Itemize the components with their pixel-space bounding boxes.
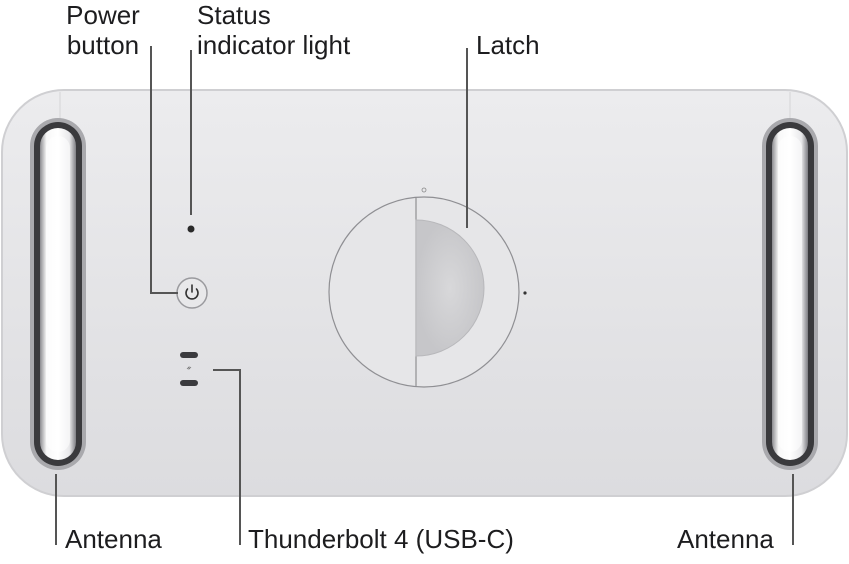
latch-label: Latch [476,30,540,60]
thunderbolt-label: Thunderbolt 4 (USB-C) [248,524,514,554]
right-handle [762,118,818,470]
leader-lines [55,46,794,545]
status-light-label: Status indicator light [197,0,351,61]
left-handle [30,118,86,470]
antenna-left-label: Antenna [65,524,162,554]
power-button-label-line1: Power [66,0,140,30]
status-light-label-line1: Status [197,0,271,30]
power-icon [185,284,199,300]
latch[interactable] [328,187,527,388]
power-button-label: Power button [58,0,148,61]
antenna-right-label: Antenna [677,524,774,554]
power-button-label-line2: button [66,29,140,60]
power-button[interactable] [176,277,208,309]
status-light-label-line2: indicator light [197,29,351,60]
thunderbolt-ports [180,352,198,386]
status-indicator-light [187,225,195,233]
